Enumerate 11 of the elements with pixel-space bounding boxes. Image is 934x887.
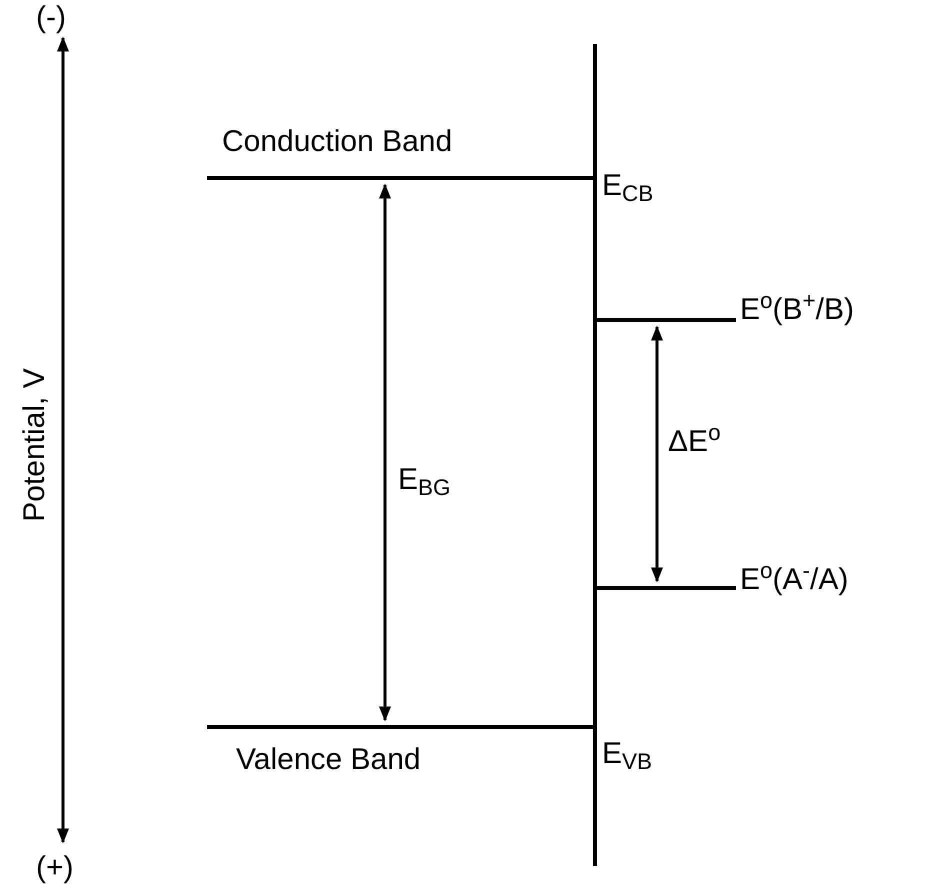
axis-label: Potential, V <box>17 367 52 524</box>
energy-label: E$^{o}$(B$^{+}$/B) <box>740 292 854 328</box>
band-label: Conduction Band <box>222 124 452 160</box>
energy-label: E$_{CB}$ <box>602 168 654 204</box>
sign-label: (-) <box>36 0 66 36</box>
energy-label: E$_{VB}$ <box>602 736 652 772</box>
sign-label: (+) <box>36 850 74 886</box>
energy-label: E$^{o}$(A$^{-}$/A) <box>740 562 848 598</box>
energy-label: E$_{BG}$ <box>398 462 451 498</box>
band-label: Valence Band <box>236 742 421 778</box>
energy-label: ΔE$^{o}$ <box>668 424 721 460</box>
